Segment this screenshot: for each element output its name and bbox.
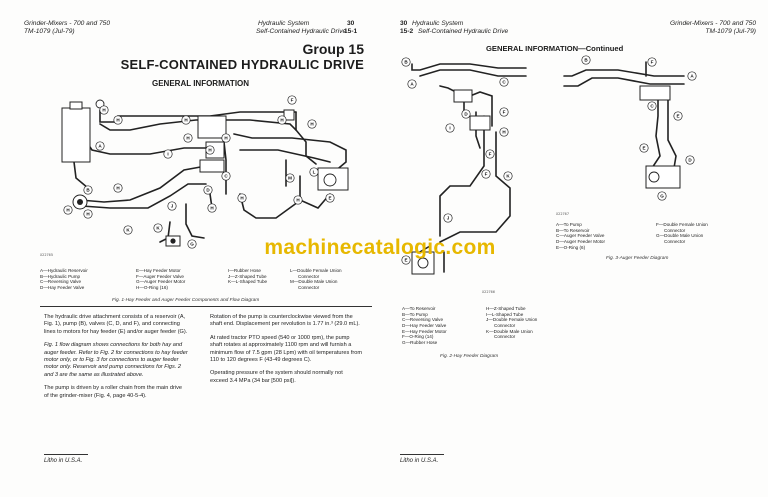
- paragraph: Operating pressure of the system should …: [210, 370, 343, 384]
- fig3-label-b: B: [584, 58, 588, 63]
- section-heading: GENERAL INFORMATION: [152, 79, 250, 88]
- fig3-label-f: F: [651, 60, 654, 65]
- watermark: machinecatalogic.com: [264, 236, 496, 259]
- fig1-label-h: H: [86, 212, 90, 217]
- paragraph: The pump is driven by a roller chain fro…: [44, 385, 183, 399]
- fig1-label-h: H: [116, 118, 120, 123]
- fig2-label-a: A: [410, 82, 414, 87]
- body-column-2: Rotation of the pump is counterclockwise…: [210, 314, 362, 391]
- right-header-book-title: Grinder-Mixers - 700 and 750: [669, 20, 756, 27]
- fig2-legend-col2: H—Z-Shaped Tube I—L-Shaped Tube J—Double…: [486, 306, 538, 340]
- fig1-label-h: H: [210, 206, 214, 211]
- fig1-label-l: L: [313, 170, 316, 175]
- fig1-id: X22765: [40, 253, 53, 257]
- fig3-legend-col2: F—Double Female Union Connector G—Double…: [656, 222, 708, 245]
- fig1-label-f: F: [291, 98, 294, 103]
- paragraph: Fig. 1 flow diagram shows connections fo…: [44, 342, 188, 378]
- paragraph: At rated tractor PTO speed (540 or 1000 …: [210, 334, 363, 364]
- fig1-label-g: G: [190, 242, 194, 247]
- fig1-label-h: H: [66, 208, 70, 213]
- left-page: Grinder-Mixers - 700 and 750 TM-1079 (Ju…: [24, 0, 385, 497]
- fig1-label-h: H: [102, 108, 106, 113]
- fig3-id: X22767: [556, 212, 569, 216]
- fig2-label-f: F: [489, 152, 492, 157]
- fig1-label-c: C: [224, 174, 228, 179]
- caption-divider: [40, 306, 372, 307]
- fig1-hydraulic-diagram: A B H H H H H H H H F H H C I D M L E H: [61, 95, 349, 249]
- fig2-label-c: C: [502, 80, 506, 85]
- left-footer: Litho in U.S.A.: [44, 458, 83, 464]
- fig1-label-h: H: [310, 122, 314, 127]
- fig1-label-k: K: [156, 226, 160, 231]
- fig1-label-j: J: [171, 204, 174, 209]
- fig1-legend-col3: I—Rubber Hose J—Z-Shaped Tube K—L-Shaped…: [228, 268, 268, 285]
- fig2-hay-feeder-diagram: B A C D I F H F K F J E: [401, 57, 527, 275]
- fig2-label-i: I: [449, 126, 450, 131]
- fig1-label-e: E: [328, 196, 331, 201]
- fig1-caption: Fig. 1-Hay Feeder and Auger Feeder Compo…: [112, 298, 260, 303]
- right-header-group: Self-Contained Hydraulic Drive: [418, 28, 509, 35]
- right-header-manual-id: TM-1079 (Jul-79): [705, 28, 756, 35]
- left-header-manual-id: TM-1079 (Jul-79): [24, 28, 75, 35]
- fig1-label-h: H: [280, 118, 284, 123]
- fig2-label-e: E: [404, 258, 407, 263]
- fig2-label-h: H: [502, 130, 506, 135]
- fig2-label-f: F: [503, 110, 506, 115]
- fig3-label-c: C: [650, 104, 654, 109]
- right-header-section: Hydraulic System: [412, 20, 464, 27]
- left-header-section: Hydraulic System: [258, 20, 310, 27]
- fig1-legend-col4: L—Double Female Union Connector M—Double…: [290, 268, 342, 291]
- fig1-label-h: H: [224, 136, 228, 141]
- fig2-label-j: J: [447, 216, 450, 221]
- fig3-label-d: D: [688, 158, 692, 163]
- fig2-label-f: F: [485, 172, 488, 177]
- fig3-label-g: G: [660, 194, 664, 199]
- body-column-1: The hydraulic drive attachment consists …: [44, 314, 188, 406]
- fig3-legend-col1: A—To Pump B—To Reservoir C—Auger Feeder …: [556, 222, 606, 250]
- fig3-label-e: E: [642, 146, 645, 151]
- fig1-label-k: K: [126, 228, 130, 233]
- fig3-label-a: A: [690, 74, 694, 79]
- fig1-label-a: A: [98, 144, 102, 149]
- fig2-caption: Fig. 2-Hay Feeder Diagram: [440, 354, 499, 359]
- left-header-page-number: 15-1: [344, 28, 358, 35]
- fig1-label-h: H: [186, 136, 190, 141]
- paragraph: Rotation of the pump is counterclockwise…: [210, 314, 360, 328]
- paragraph: The hydraulic drive attachment consists …: [44, 314, 188, 335]
- fig1-label-m: M: [288, 176, 292, 181]
- fig2-legend-col1: A—To Reservoir B—To Pump C—Reversing Val…: [402, 306, 447, 346]
- group-heading: Group 15: [302, 41, 364, 57]
- footer-rule: [400, 454, 444, 455]
- fig2-label-k: K: [506, 174, 510, 179]
- left-header-section-number: 30: [347, 20, 355, 27]
- fig2-label-b: B: [404, 60, 408, 65]
- fig1-label-h: H: [184, 118, 188, 123]
- fig1-legend-col1: A—Hydraulic Reservoir B—Hydraulic Pump C…: [40, 268, 88, 291]
- fig1-legend-col2: E—Hay Feeder Motor F—Auger Feeder Valve …: [136, 268, 186, 291]
- fig1-label-h: H: [116, 186, 120, 191]
- fig2-id: X22766: [482, 290, 495, 294]
- footer-rule: [44, 454, 88, 455]
- fig3-label-e: E: [676, 114, 679, 119]
- fig1-label-h: H: [240, 196, 244, 201]
- right-page: 30 Hydraulic System 15-2 Self-Contained …: [384, 0, 768, 497]
- fig1-label-d: D: [206, 188, 210, 193]
- right-section-heading: GENERAL INFORMATION—Continued: [486, 44, 624, 53]
- fig1-label-h: H: [208, 148, 212, 153]
- fig1-label-b: B: [86, 188, 90, 193]
- fig3-auger-feeder-diagram: B F A C E E D G: [563, 55, 697, 201]
- fig3-caption: Fig. 3-Auger Feeder Diagram: [606, 256, 669, 261]
- fig1-label-i: I: [167, 152, 168, 157]
- right-header-page-number: 15-2: [400, 28, 414, 35]
- main-title: SELF-CONTAINED HYDRAULIC DRIVE: [120, 57, 364, 72]
- fig2-label-d: D: [464, 112, 468, 117]
- right-header-section-number: 30: [400, 20, 408, 27]
- left-header-group: Self-Contained Hydraulic Drive: [256, 28, 347, 35]
- left-header-book-title: Grinder-Mixers - 700 and 750: [24, 20, 111, 27]
- fig1-label-h: H: [296, 198, 300, 203]
- right-footer: Litho in U.S.A.: [400, 458, 439, 464]
